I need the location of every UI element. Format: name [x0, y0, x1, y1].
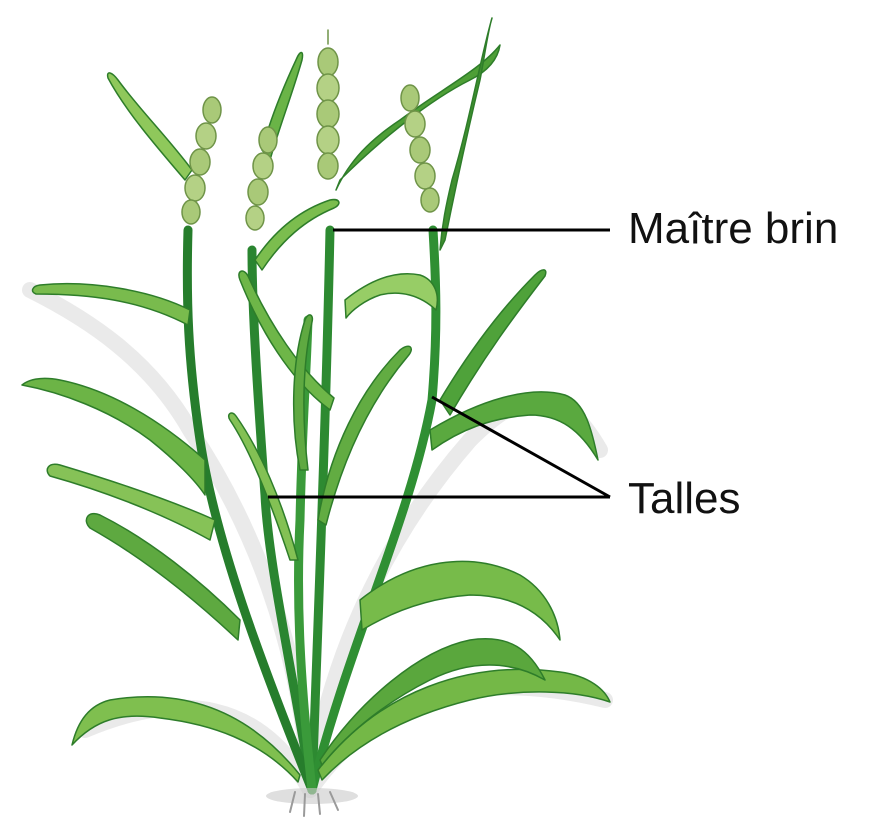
ear-main-stem	[317, 30, 339, 179]
leaf	[72, 697, 300, 782]
leaf	[108, 73, 192, 180]
plant-base	[266, 788, 358, 816]
ears	[182, 30, 439, 230]
tillers-label: Talles	[628, 474, 741, 523]
ear-left-center-tiller	[246, 127, 277, 230]
leaf	[440, 18, 492, 250]
ear-far-left-tiller	[182, 97, 221, 224]
leaf	[22, 378, 205, 495]
main-stem-label: Maître brin	[628, 204, 838, 253]
leaf	[360, 561, 560, 640]
leaf	[345, 274, 437, 318]
wheat-plant-illustration	[22, 18, 610, 816]
ear-right-tiller	[401, 85, 439, 212]
